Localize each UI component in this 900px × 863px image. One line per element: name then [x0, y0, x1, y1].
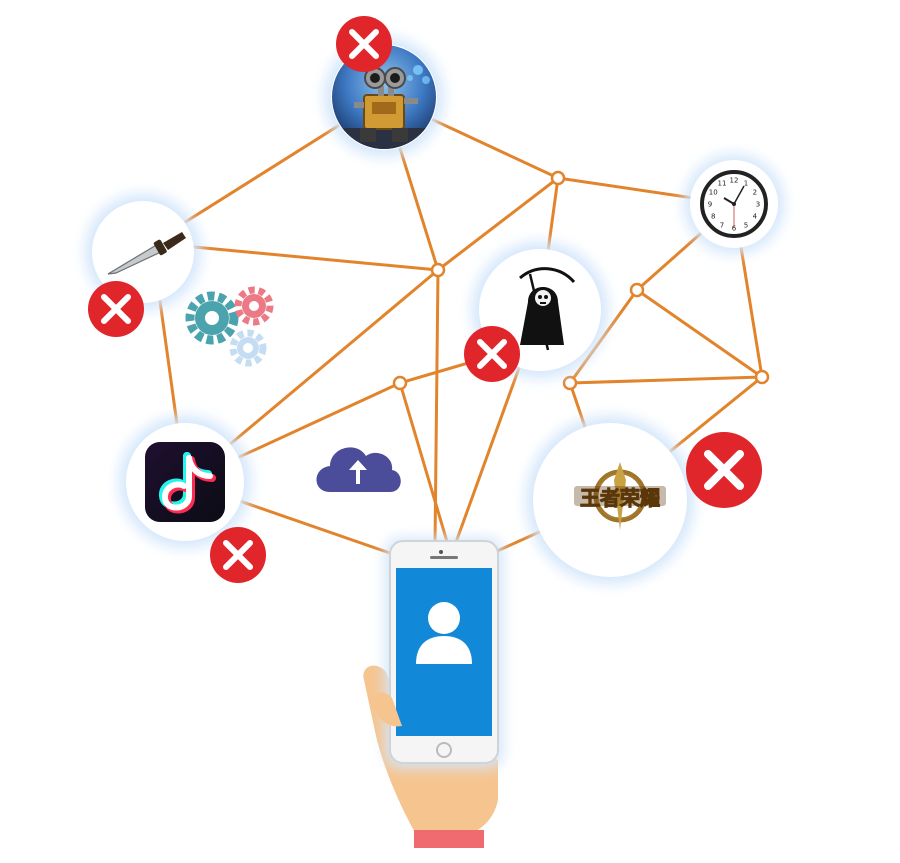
grim-reaper-icon: [519, 267, 576, 351]
blocked-badge-robot-app[interactable]: [336, 16, 392, 72]
clock-number: 10: [709, 189, 718, 197]
clock-number: 4: [753, 213, 758, 221]
cloud-upload-icon: [316, 447, 401, 492]
connection-lines: [150, 95, 764, 562]
gears-icon: [185, 286, 274, 367]
node-tiktok-app[interactable]: [119, 416, 251, 548]
clock-number: 9: [708, 201, 712, 209]
clock-number: 5: [744, 221, 748, 229]
clock-number: 2: [753, 189, 757, 197]
junction-dots: [392, 170, 770, 391]
knife-icon: [107, 232, 186, 275]
contact-person-icon: [416, 602, 472, 664]
blocked-badge-game-app[interactable]: [686, 432, 762, 508]
game-logo-icon: 王者荣耀: [574, 462, 666, 530]
clock-number: 12: [730, 177, 739, 185]
clock-number: 3: [756, 201, 760, 209]
node-game-app[interactable]: 王者荣耀: [526, 416, 694, 584]
clock-number: 1: [744, 180, 748, 188]
clock-number: 6: [732, 225, 737, 233]
clock-number: 8: [711, 213, 715, 221]
blocked-badge-tiktok-app[interactable]: [210, 527, 266, 583]
smartphone-icon: [385, 538, 503, 768]
blocked-badge-reaper-app[interactable]: [464, 326, 520, 382]
clock-number: 11: [718, 180, 727, 188]
game-logo-text: 王者荣耀: [580, 486, 660, 510]
node-knife-app[interactable]: [85, 194, 201, 310]
clock-number: 7: [720, 221, 724, 229]
tiktok-icon: [145, 442, 225, 522]
hand-thumb: [373, 692, 402, 727]
blocked-badge-knife-app[interactable]: [88, 281, 144, 337]
